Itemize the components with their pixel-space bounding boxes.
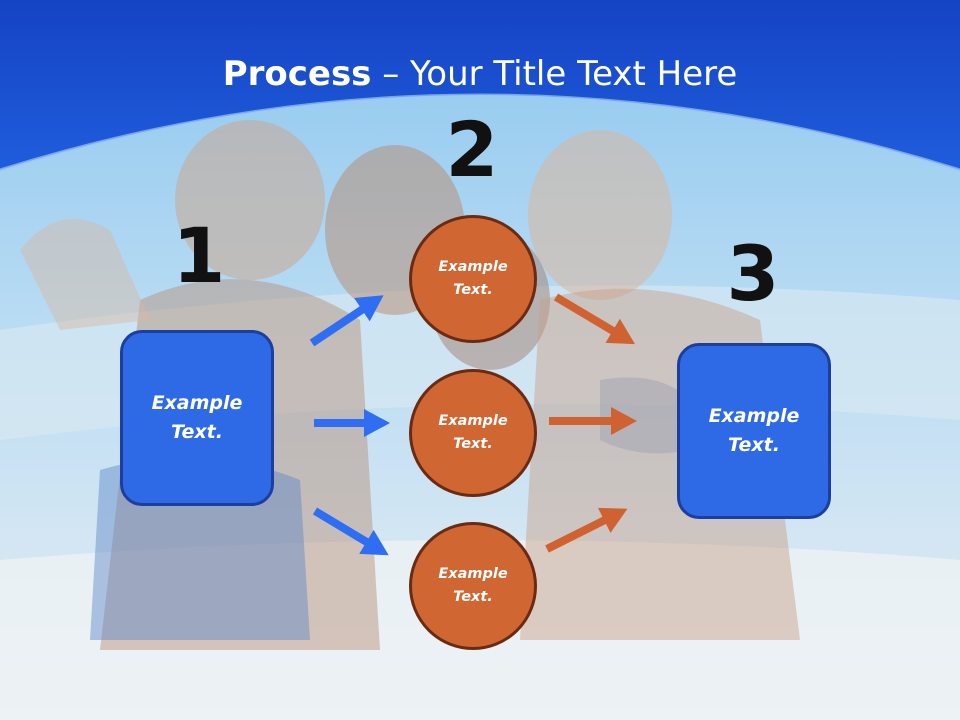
step-2-item-3-label: Example Text. — [438, 566, 508, 605]
step-3-box: Example Text. — [677, 343, 831, 519]
step-2-item-1-label: Example Text. — [438, 259, 508, 298]
title-bold: Process — [222, 54, 372, 94]
step-1-box: Example Text. — [120, 330, 274, 506]
step-1-label: Example Text. — [151, 392, 243, 443]
step-2-circle-top: Example Text. — [409, 215, 537, 343]
step-3-number: 3 — [726, 229, 780, 318]
step-2-circle-bottom: Example Text. — [409, 522, 537, 650]
step-2-circle-middle: Example Text. — [409, 369, 537, 497]
title-rest: – Your Title Text Here — [371, 54, 738, 94]
step-2-item-2-label: Example Text. — [438, 413, 508, 452]
step-3-label: Example Text. — [708, 405, 800, 456]
step-1-number: 1 — [172, 211, 226, 300]
step-2-number: 2 — [445, 105, 499, 194]
slide-title: Process – Your Title Text Here — [0, 52, 960, 96]
